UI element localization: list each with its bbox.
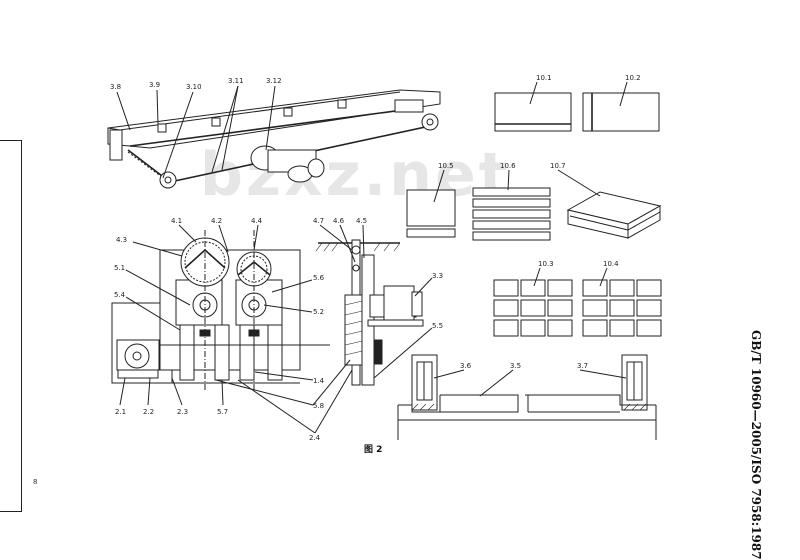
panel-group-10-1-10-2 [494,92,660,132]
label-1-4: 1.4 [313,377,325,385]
label-5-2: 5.2 [313,308,324,316]
label-2-2: 2.2 [143,408,154,416]
label-10-1: 10.1 [536,74,552,82]
label-3-3: 3.3 [432,272,443,280]
page-number: 8 [33,478,38,486]
tile-grids [493,279,662,337]
part-labels: 3.8 3.9 3.10 3.11 3.12 10.1 10.2 10.5 10… [110,74,641,442]
page-edge-tab [0,140,22,512]
watermark: bzxz.net [200,140,510,210]
label-2-3: 2.3 [177,408,188,416]
conveyor-assembly [107,89,441,189]
document-page: bzxz.net [0,74,763,560]
technical-drawing: bzxz.net [107,74,662,455]
label-10-3: 10.3 [538,260,554,268]
leader-lines [116,81,628,434]
label-10-5: 10.5 [438,162,454,170]
label-4-5: 4.5 [356,217,367,225]
label-5-7: 5.7 [217,408,228,416]
label-3-11: 3.11 [228,77,244,85]
label-4-2: 4.2 [211,217,222,225]
label-4-3: 4.3 [116,236,127,244]
label-10-2: 10.2 [625,74,641,82]
label-5-1: 5.1 [114,264,125,272]
label-2-1: 2.1 [115,408,126,416]
label-10-6: 10.6 [500,162,516,170]
label-5-5: 5.5 [432,322,443,330]
label-10-4: 10.4 [603,260,619,268]
label-4-4: 4.4 [251,217,263,225]
label-3-9: 3.9 [149,81,160,89]
label-5-6: 5.6 [313,274,325,282]
standard-code: GB/T 10960—2005/ISO 7958:1987 [749,330,763,560]
label-10-7: 10.7 [550,162,566,170]
label-4-1: 4.1 [171,217,182,225]
cross-section-assembly [315,239,424,386]
label-3-8: 3.8 [110,83,121,91]
label-4-6: 4.6 [333,217,345,225]
label-5-4: 5.4 [114,291,126,299]
label-4-7: 4.7 [313,217,324,225]
label-2-4: 2.4 [309,434,321,442]
track-assembly [397,354,657,440]
machine-assembly [111,230,330,390]
label-3-6: 3.6 [460,362,472,370]
label-3-5: 3.5 [510,362,521,370]
label-5-8: 5.8 [313,402,324,410]
label-3-7: 3.7 [577,362,588,370]
label-3-10: 3.10 [186,83,202,91]
label-3-12: 3.12 [266,77,282,85]
figure-caption: 图 2 [364,444,382,455]
panel-group-10-5-10-7 [406,187,662,241]
